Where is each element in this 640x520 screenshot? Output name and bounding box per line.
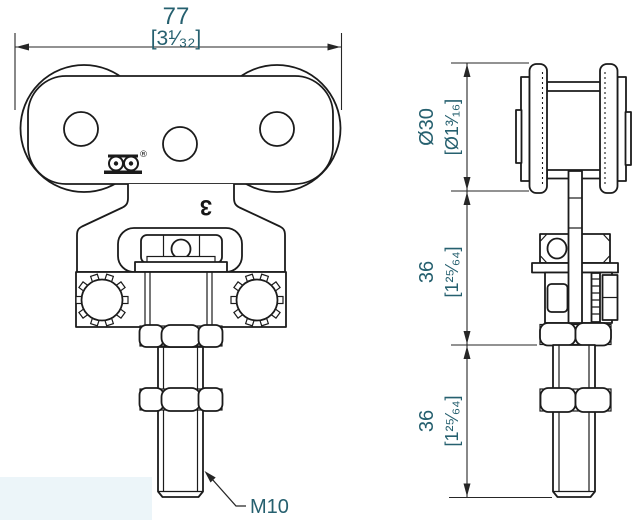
hanger-strap: [567, 170, 583, 324]
width-dimension: 77 [3¹⁄₃₂]: [14, 3, 343, 110]
hex-nut-2: [138, 387, 224, 412]
width-imperial: [3¹⁄₃₂]: [151, 27, 202, 50]
wheel-dia-metric: Ø30: [416, 108, 438, 146]
side-view: [515, 63, 632, 498]
left-wheel-side: [528, 63, 548, 194]
height-dimension-chain: Ø30 [Ø1³⁄₁₆] 36 [1²⁵⁄₆₄] 36 [1²⁵⁄₆₄]: [416, 62, 552, 499]
washer-plate: [134, 261, 228, 273]
lower-length-imperial: [1²⁵⁄₆₄]: [442, 395, 462, 446]
right-wheel-side: [599, 63, 619, 194]
upper-length-metric: 36: [416, 261, 438, 283]
right-block-side: [601, 274, 619, 321]
hex-nut-2-side: [539, 387, 612, 413]
size-marking: 3: [200, 195, 212, 220]
wheel-dia-imperial: [Ø1³⁄₁₆]: [442, 99, 462, 155]
right-hole: [259, 111, 295, 147]
scan-artifact: [0, 477, 152, 520]
brand-logo-icon: ®: [104, 150, 148, 174]
center-hole: [162, 126, 198, 162]
axle-bar: [546, 81, 602, 92]
right-plate-tab: [624, 111, 632, 166]
width-metric: 77: [163, 3, 190, 30]
hex-nut-1-side: [539, 322, 612, 347]
upper-length-imperial: [1²⁵⁄₆₄]: [442, 246, 462, 297]
thread-callout: M10: [204, 471, 289, 518]
front-view: ® 3: [19, 64, 342, 498]
lower-length-metric: 36: [416, 410, 438, 432]
clamp-screw-through: [144, 272, 213, 327]
left-hole: [63, 111, 99, 147]
threaded-stud-side: [552, 344, 596, 498]
clamp-block-side: [546, 283, 569, 313]
thread-label: M10: [250, 496, 289, 518]
threaded-stud: [157, 346, 204, 498]
hex-nut-1: [138, 324, 224, 348]
right-knurled-wheel: [230, 273, 284, 327]
registered-mark: ®: [139, 150, 148, 160]
left-knurled-wheel: [75, 273, 129, 327]
left-plate-tab: [515, 109, 523, 164]
knurl-edge-side: [590, 272, 601, 323]
